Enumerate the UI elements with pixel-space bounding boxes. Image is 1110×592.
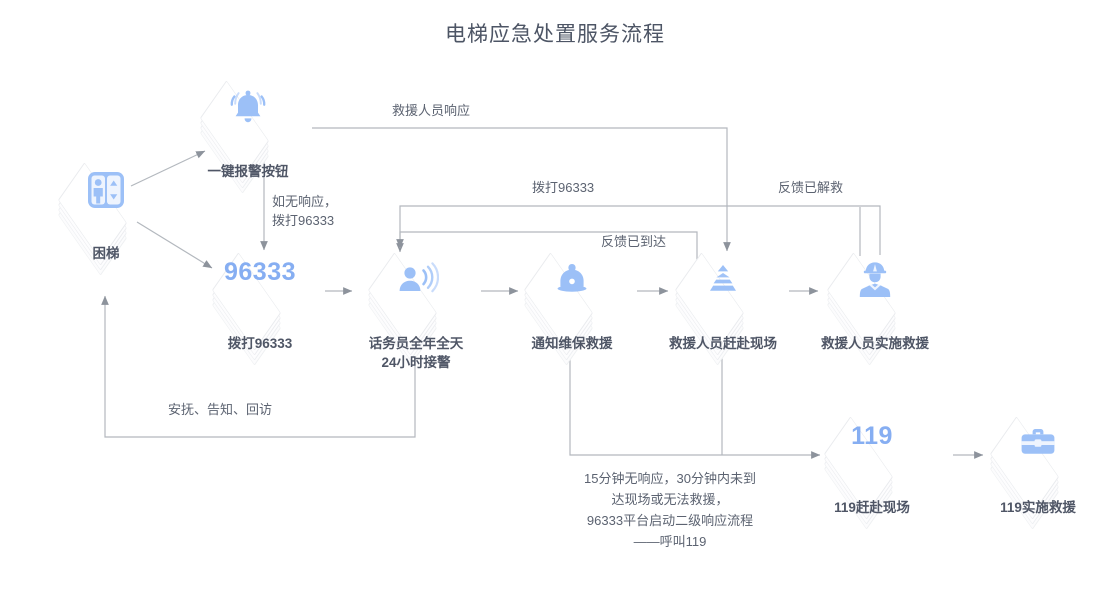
node-plate-stack	[508, 252, 636, 366]
node-dial-96333[interactable]: 96333 拨打96333	[196, 252, 324, 366]
node-plate-stack: 119	[808, 416, 936, 530]
node-notify-maintenance[interactable]: 通知维保救援	[508, 252, 636, 366]
edge-label-rescuer-response: 救援人员响应	[392, 103, 471, 118]
edge-label-comfort-inform-revisit: 安抚、告知、回访	[168, 402, 273, 417]
node-trapped[interactable]: 困梯	[42, 162, 170, 276]
node-rescuer-going[interactable]: 救援人员赶赴现场	[659, 252, 787, 366]
node-plate-stack: 96333	[196, 252, 324, 366]
node-label: 困梯	[92, 246, 120, 261]
node-plate-stack	[184, 80, 312, 194]
edge-label-feedback-rescued: 反馈已解救	[778, 180, 844, 195]
edge-label-feedback-arrived: 反馈已到达	[601, 234, 667, 249]
node-label: 119赶赴现场	[834, 500, 910, 515]
node-label: 话务员全年全天 24小时接警	[368, 336, 464, 370]
edge-label-no-response-dial: 如无响应， 拨打96333	[272, 194, 338, 228]
node-plate-stack	[352, 252, 480, 366]
node-label: 拨打96333	[227, 336, 293, 351]
operator-headset-icon	[352, 254, 480, 306]
node-fire-going[interactable]: 119 119赶赴现场	[808, 416, 936, 530]
elevator-person-icon	[42, 164, 170, 216]
node-alarm-button[interactable]: 一键报警按钮	[184, 80, 312, 194]
rescuer-worker-icon	[811, 254, 939, 306]
edge-label-dial-96333: 拨打96333	[532, 180, 595, 195]
node-plate-stack	[659, 252, 787, 366]
alarm-bell-icon	[184, 82, 312, 134]
maintenance-bell-icon	[508, 254, 636, 306]
node-plate-stack	[811, 252, 939, 366]
toolbox-icon	[974, 418, 1102, 470]
number-icon: 119	[851, 422, 893, 450]
node-rescuer-rescuing[interactable]: 救援人员实施救援	[811, 252, 939, 366]
page-title: 电梯应急处置服务流程	[445, 23, 665, 46]
number-icon: 96333	[223, 258, 297, 286]
pyramid-cone-icon	[659, 254, 787, 306]
node-label: 救援人员赶赴现场	[669, 336, 777, 351]
node-label: 一键报警按钮	[207, 164, 289, 179]
edge-label-escalation: 15分钟无响应，30分钟内未到 达现场或无法救援， 96333平台启动二级响应流…	[584, 471, 756, 549]
node-fire-rescuing[interactable]: 119实施救援	[974, 416, 1102, 530]
node-plate-stack	[42, 162, 170, 276]
node-operator[interactable]: 话务员全年全天 24小时接警	[352, 252, 480, 370]
node-label: 通知维保救援	[531, 336, 613, 351]
node-plate-stack	[974, 416, 1102, 530]
node-label: 救援人员实施救援	[821, 336, 929, 351]
node-label: 119实施救援	[1000, 500, 1076, 515]
